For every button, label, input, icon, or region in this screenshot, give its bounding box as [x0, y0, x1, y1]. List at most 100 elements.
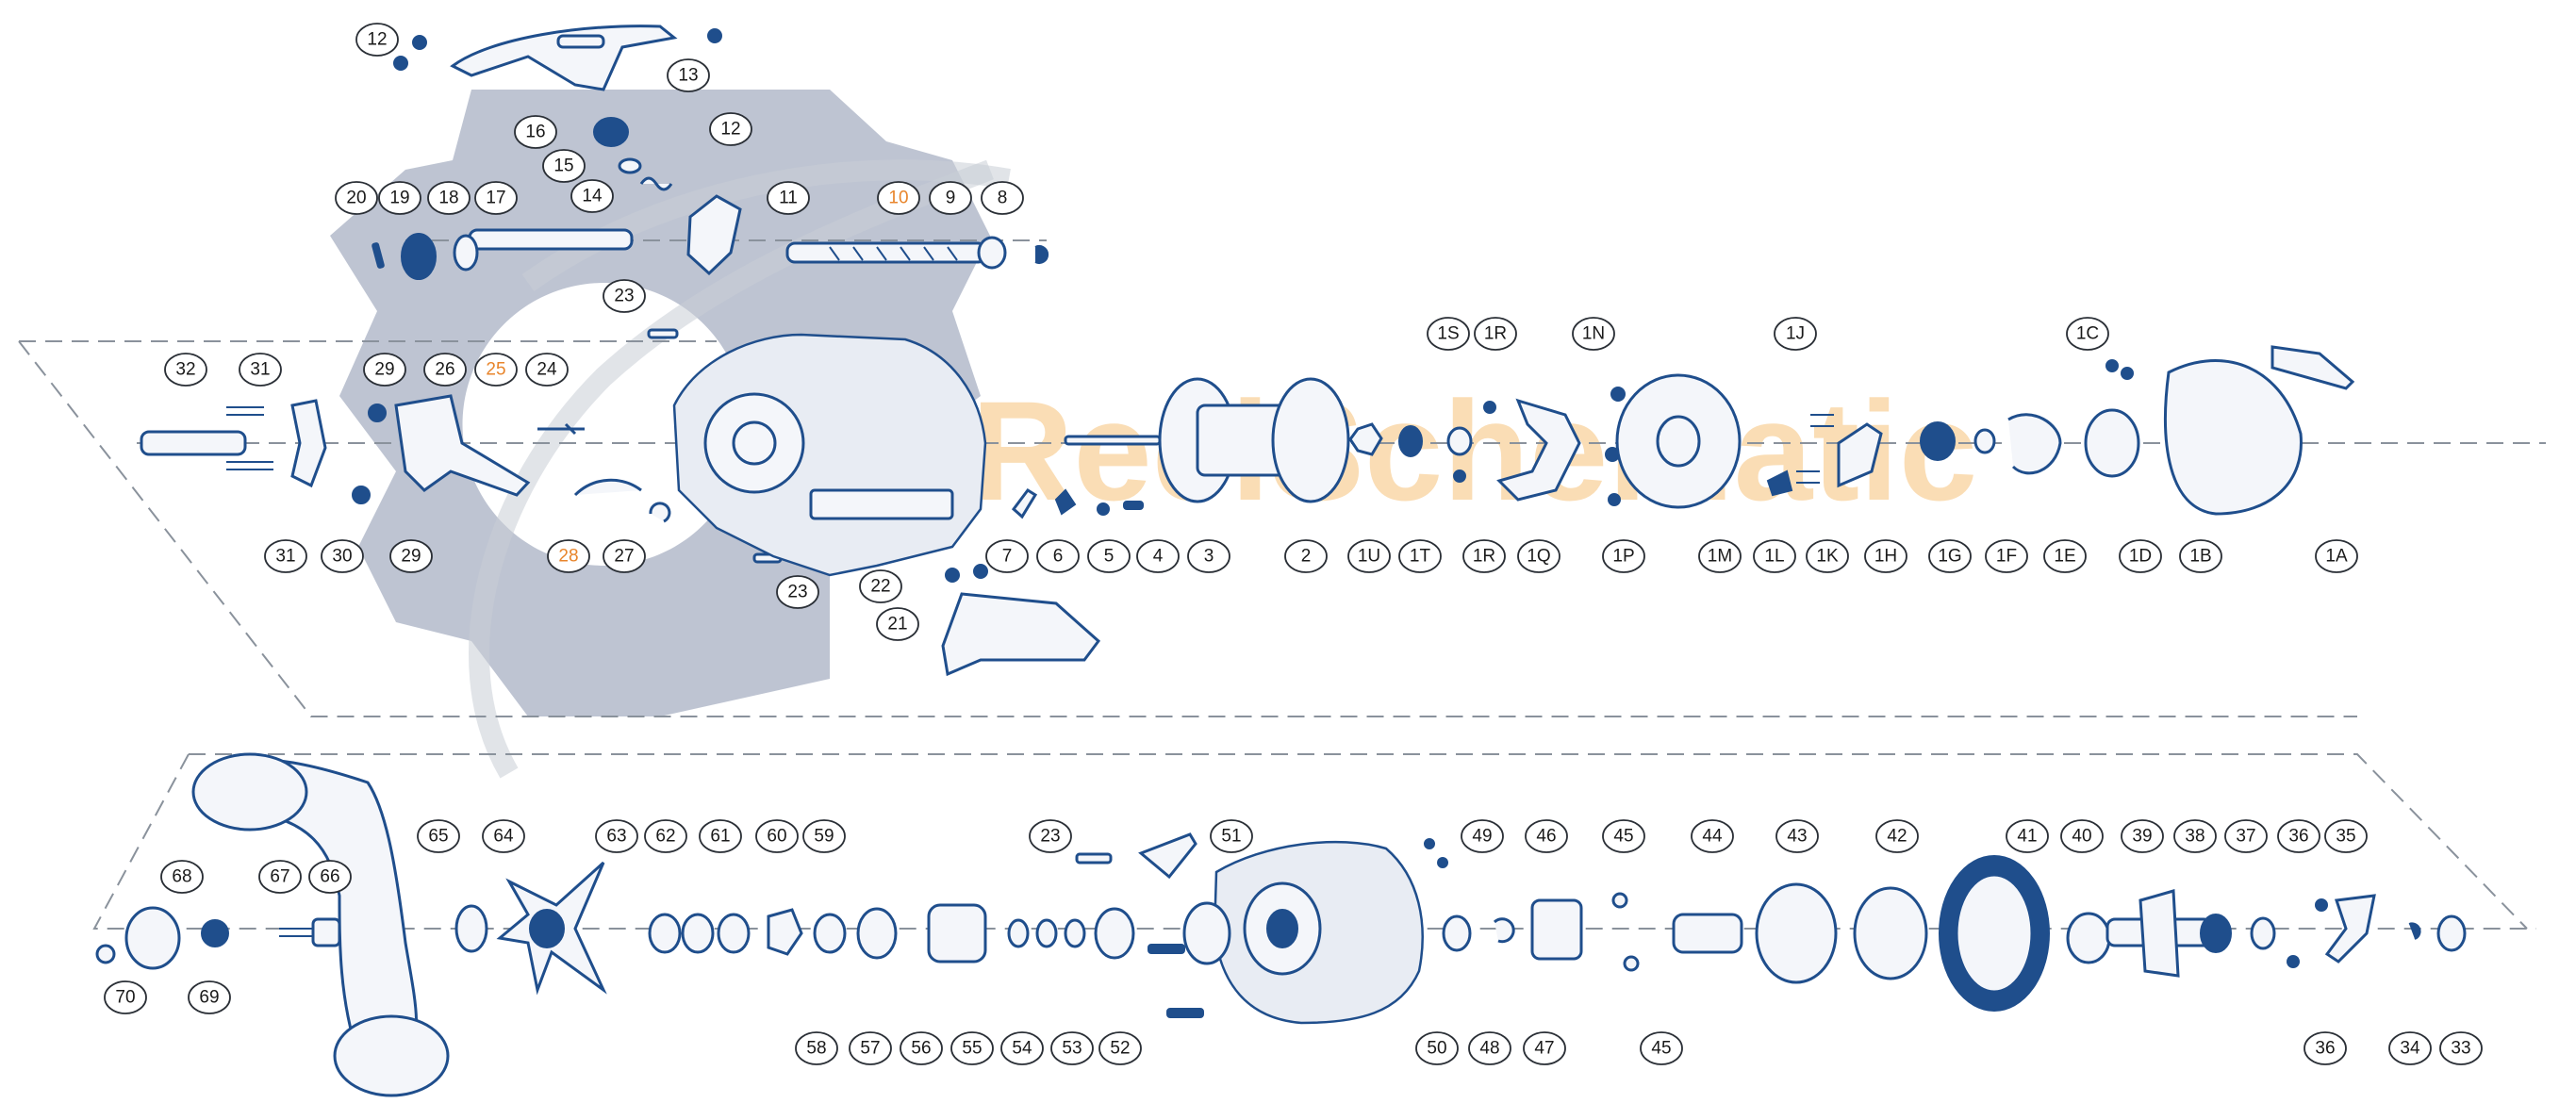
part-label-text: 1H	[1874, 547, 1897, 567]
part-40-washer	[2066, 912, 2111, 964]
part-19-gear	[401, 233, 437, 280]
part-label-4: 4	[1136, 539, 1180, 573]
part-57-clutch	[927, 903, 987, 964]
part-label-bubble	[950, 1031, 994, 1065]
part-label-bubble	[1474, 317, 1517, 351]
frame-assembly	[140, 333, 1144, 677]
part-label-bubble	[1098, 1031, 1142, 1065]
part-label-text: 70	[115, 988, 135, 1008]
part-label-text: 18	[438, 189, 458, 208]
part-1G-knob	[1920, 421, 1956, 461]
part-9-bushing	[977, 236, 1007, 270]
part-label-bubble	[570, 179, 614, 213]
part-24-spring	[537, 422, 585, 436]
part-33-bearing	[2436, 914, 2467, 952]
part-48-bearing	[1442, 914, 1472, 952]
part-label-bubble	[1136, 539, 1180, 573]
part-label-bubble	[2277, 819, 2320, 853]
part-label-bubble	[2066, 317, 2109, 351]
part-label-text: 59	[814, 827, 834, 847]
main-frame-bridge	[809, 488, 954, 520]
part-1C-screw	[2105, 359, 2119, 372]
part-label-bubble	[1187, 539, 1230, 573]
part-label-text: 6	[1053, 547, 1064, 567]
part-label-text: 8	[998, 189, 1008, 208]
part-38-pinion	[2200, 914, 2232, 953]
part-label-63: 63	[595, 819, 638, 853]
part-label-text: 50	[1427, 1039, 1446, 1059]
part-label-text: 1P	[1612, 547, 1634, 567]
part-label-bubble	[474, 353, 518, 387]
part-label-1D: 1D	[2119, 539, 2162, 573]
part-label-1M: 1M	[1698, 539, 1742, 573]
part-label-text: 36	[2288, 827, 2308, 847]
part-label-bubble	[776, 575, 819, 609]
part-label-text: 1M	[1708, 547, 1732, 567]
part-52-screw	[1166, 1008, 1204, 1018]
part-13-cover	[450, 25, 678, 91]
part-label-20: 20	[335, 181, 378, 215]
part-1R-screw	[1483, 401, 1496, 414]
part-label-text: 9	[946, 189, 956, 208]
part-35-bracket	[2324, 894, 2376, 964]
part-label-21: 21	[876, 607, 919, 641]
part-label-25: 25	[474, 353, 518, 387]
part-label-text: 38	[2185, 827, 2204, 847]
part-10-worm-threads	[829, 246, 958, 261]
part-label-bubble	[1875, 819, 1919, 853]
part-label-text: 36	[2315, 1039, 2335, 1059]
part-label-1R: 1R	[1474, 317, 1517, 351]
part-label-text: 12	[720, 120, 740, 140]
part-label-text: 23	[614, 287, 634, 306]
part-label-bubble	[2060, 819, 2104, 853]
part-label-44: 44	[1691, 819, 1734, 853]
part-label-36: 36	[2304, 1031, 2347, 1065]
part-1B-sideplate	[2164, 359, 2303, 516]
part-label-text: 25	[486, 360, 505, 380]
part-12-screw	[393, 56, 408, 71]
part-label-31: 31	[264, 539, 307, 573]
part-69-nut-cover	[124, 906, 181, 970]
part-label-bubble	[321, 539, 364, 573]
part-label-26: 26	[423, 353, 467, 387]
part-label-bubble	[1427, 317, 1470, 351]
part-label-text: 64	[493, 827, 514, 847]
part-label-39: 39	[2121, 819, 2164, 853]
part-label-bubble	[1698, 539, 1742, 573]
part-1A-cover	[2271, 345, 2355, 390]
part-1L-block	[1766, 469, 1793, 497]
part-label-bubble	[427, 181, 471, 215]
part-label-bubble	[1775, 819, 1819, 853]
part-label-text: 19	[389, 189, 409, 208]
part-label-1G: 1G	[1928, 539, 1972, 573]
part-label-66: 66	[308, 860, 352, 894]
part-label-bubble	[1517, 539, 1560, 573]
part-4-screw	[1123, 501, 1144, 510]
part-label-bubble	[1985, 539, 2028, 573]
part-label-bubble	[1602, 819, 1645, 853]
part-label-bubble	[1000, 1031, 1044, 1065]
part-50-collar	[1182, 901, 1231, 965]
part-1D-dial	[2084, 408, 2140, 478]
part-label-bubble	[1398, 539, 1442, 573]
part-label-text: 46	[1536, 827, 1556, 847]
part-55-washer	[1035, 918, 1058, 948]
part-label-23: 23	[1029, 819, 1072, 853]
part-label-text: 1J	[1786, 324, 1805, 344]
part-label-19: 19	[378, 181, 421, 215]
part-1Q-brake-plate	[1496, 398, 1581, 502]
part-label-text: 68	[172, 867, 191, 887]
part-label-text: 40	[2072, 827, 2091, 847]
part-label-5: 5	[1087, 539, 1131, 573]
part-label-bubble	[699, 819, 742, 853]
part-32-shaft	[140, 430, 247, 456]
part-label-69: 69	[188, 980, 231, 1014]
part-label-27: 27	[603, 539, 646, 573]
part-1C-screw	[2121, 367, 2134, 380]
part-49-screw	[1424, 838, 1435, 849]
part-label-text: 32	[175, 360, 195, 380]
part-label-text: 17	[486, 189, 505, 208]
part-label-1P: 1P	[1602, 539, 1645, 573]
part-label-1H: 1H	[1864, 539, 1907, 573]
